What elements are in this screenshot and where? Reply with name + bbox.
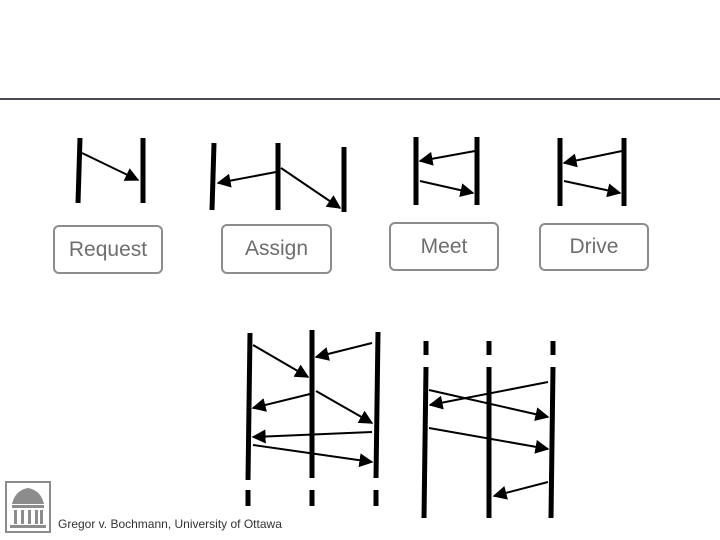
meet-label-box: Meet <box>389 222 499 271</box>
composed-pattern-1 <box>245 330 381 506</box>
request-pattern <box>75 137 146 204</box>
lifeline-left <box>421 366 429 519</box>
drive-label-box: Drive <box>539 223 649 271</box>
lifeline-right <box>373 331 381 479</box>
message-arrow <box>280 167 342 209</box>
lifeline-left <box>245 332 253 481</box>
message-arrow <box>428 427 550 454</box>
lifeline-right <box>548 366 556 519</box>
assign-label-box: Assign <box>221 224 332 274</box>
message-arrow <box>428 389 550 422</box>
request-label: Request <box>68 237 148 261</box>
message-arrow <box>428 381 549 410</box>
message-arrow <box>315 390 374 424</box>
message-arrow <box>251 393 311 412</box>
drive-pattern <box>557 138 627 206</box>
message-arrow <box>252 344 310 378</box>
message-arrow <box>492 481 549 500</box>
message-arrow <box>563 180 622 198</box>
composed-pattern-2 <box>421 341 556 519</box>
message-arrow <box>81 152 140 181</box>
drive-label: Drive <box>569 235 619 258</box>
assign-pattern <box>209 142 347 212</box>
assign-label: Assign <box>244 237 309 260</box>
request-label-box: Request <box>53 225 163 274</box>
lifeline-left <box>209 142 217 211</box>
university-building-icon <box>5 481 51 533</box>
meet-label: Meet <box>420 234 468 258</box>
message-arrow <box>251 429 373 444</box>
message-arrow <box>418 150 476 166</box>
message-arrow <box>419 180 475 198</box>
title-divider <box>0 98 720 100</box>
lifeline-left <box>75 137 83 204</box>
message-arrow <box>216 171 277 188</box>
message-arrow <box>562 150 623 168</box>
message-arrow <box>314 342 373 361</box>
meet-pattern <box>413 137 480 205</box>
message-arrow <box>252 444 374 468</box>
footer-credit: Gregor v. Bochmann, University of Ottawa <box>58 517 282 531</box>
